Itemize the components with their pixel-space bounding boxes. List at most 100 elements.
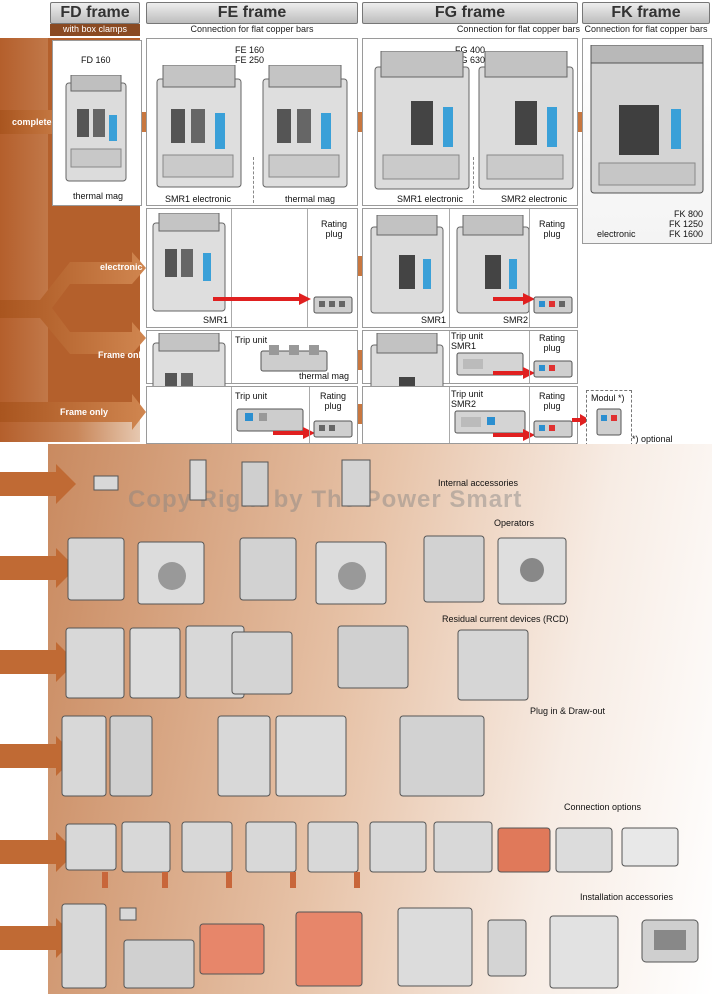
subtitle-fe: Connection for flat copper bars [190,24,314,34]
accessories-background [48,444,712,994]
fg-trip-label-2: Trip unit SMR2 [451,389,484,409]
fe-model-2: FE 250 [235,55,265,65]
fg-frame-only-2-div-1 [449,387,450,443]
fe-trip-label-1: Trip unit [235,335,268,345]
breaker-fe-electronic-icon [152,213,226,312]
breaker-fe-thermal-icon [262,65,348,188]
fe-electronic-div-1 [231,209,232,327]
breaker-fg-electronic-1-icon [370,215,444,314]
header-fd-frame: FD frame [50,2,140,24]
fd-model: FD 160 [81,55,111,65]
header-fg-frame: FG frame [362,2,578,24]
fg-electronic-smr1: SMR1 [421,315,447,325]
rating-plug-fg-frame-2-icon [533,420,573,438]
arrow-frame-only-2 [0,394,146,430]
fe-divider [253,157,254,203]
fe-electronic-div-2 [307,209,308,327]
operator-icons [67,535,567,605]
fg-electronic-div-2 [529,209,530,327]
fg-caption-right: SMR2 electronic [501,194,568,204]
fe-trip-label-2: Trip unit [235,391,268,401]
fg-trip-label-1: Trip unit SMR1 [451,331,484,351]
section-internal-accessories: Internal accessories [438,478,519,488]
section-plug-in: Plug in & Draw-out [530,706,606,716]
plug-in-icons [61,715,485,797]
breaker-fg-smr2-icon [478,51,574,190]
trip-unit-thermal-icon [260,345,328,372]
fk-model-2: FK 1250 [668,219,703,229]
fg-plug-label-2: Rating plug [538,391,565,411]
rating-plug-fe-frame-2-icon [313,420,353,438]
section-rcd: Residual current devices (RCD) [442,614,569,624]
fg-frame-only-div-1 [449,331,450,383]
trip-unit-fe-electronic-icon [236,408,304,432]
panel-fg-complete: FG 400 FG 630 SMR1 electronic SMR2 elect… [362,38,578,206]
arrow-internal [0,464,76,504]
fg-caption-left: SMR1 electronic [397,194,464,204]
panel-fg-electronic: SMR1 SMR2 Rating plug [362,208,578,328]
header-fe-frame: FE frame [146,2,358,24]
panel-fd-complete: FD 160 thermal mag [52,40,142,206]
fe-plug-label-2: Rating plug [319,391,346,411]
trip-unit-smr2-icon [454,410,526,434]
arrow-rcd [0,642,76,682]
connection-option-icons [65,821,679,888]
fe-caption-right: thermal mag [285,194,336,204]
label-frame-only-1: Frame only [98,350,147,360]
breaker-fd-icon [65,75,127,182]
fk-model-3: FK 1600 [668,229,703,239]
fe-trip-caption-1: thermal mag [299,371,350,381]
subtitle-fd: with box clamps [50,24,140,36]
internal-accessory-icons [93,459,371,507]
breaker-fg-electronic-2-icon [456,215,530,314]
panel-fe-frame-only-2: Trip unit Rating plug [146,386,358,444]
fg-divider [473,157,474,203]
fe-model-1: FE 160 [235,45,265,55]
fg-model-1: FG 400 [455,45,486,55]
red-link-modul [572,414,590,426]
fe-frame-only-div [231,331,232,383]
arrow-installation [0,918,76,958]
red-link-fg-electronic [493,293,535,305]
panel-fe-complete: FE 160 FE 250 SMR1 electronic thermal ma… [146,38,358,206]
label-frame-only-2: Frame only [60,407,109,417]
fe-frame-only-2-div-2 [309,387,310,443]
rating-plug-fg-icon [533,296,573,314]
section-connection-options: Connection options [564,802,642,812]
modul-box: Modul *) [586,390,632,446]
red-link-fg-frame-only-2 [493,429,535,441]
panel-fk-complete: FK 800 FK 1250 electronic FK 1600 [582,38,712,244]
fg-plug-label-1: Rating plug [538,333,565,353]
arrow-plugin [0,736,76,776]
panel-fe-electronic: SMR1 Rating plug [146,208,358,328]
fk-caption: electronic [597,229,636,239]
installation-accessory-icons [61,903,699,989]
optional-note: *) optional [632,434,673,444]
breaker-fe-smr1-icon [156,65,242,188]
panel-fe-frame-only-1: Trip unit thermal mag [146,330,358,442]
fg-model-2: FG 630 [455,55,486,65]
fg-electronic-smr2: SMR2 [503,315,529,325]
red-link-fe-electronic [213,293,311,305]
breaker-fg-smr1-icon [374,51,470,190]
modul-label: Modul *) [591,393,625,403]
fe-electronic-smr: SMR1 [203,315,229,325]
section-operators: Operators [494,518,535,528]
fe-frame-only-2-div-1 [231,387,232,443]
fe-electronic-plug: Rating plug [320,219,347,239]
modul-icon [596,408,622,436]
header-fk-frame: FK frame [582,2,710,24]
red-link-fe-frame-only-2 [273,427,315,439]
arrow-fork [0,252,146,354]
subtitle-fk: Connection for flat copper bars [584,24,708,34]
rating-plug-fg-frame-1-icon [533,360,573,378]
arrow-operators [0,548,76,588]
rcd-icons [65,625,529,701]
section-arrows [0,464,76,958]
subtitle-fg: Connection for flat copper bars [456,24,580,34]
fd-caption: thermal mag [73,191,124,201]
label-complete: complete [12,117,52,127]
panel-fg-frame-only-2: Trip unit SMR2 Rating plug [362,386,578,444]
fg-frame-only-div-2 [529,331,530,383]
fe-caption-left: SMR1 electronic [165,194,232,204]
